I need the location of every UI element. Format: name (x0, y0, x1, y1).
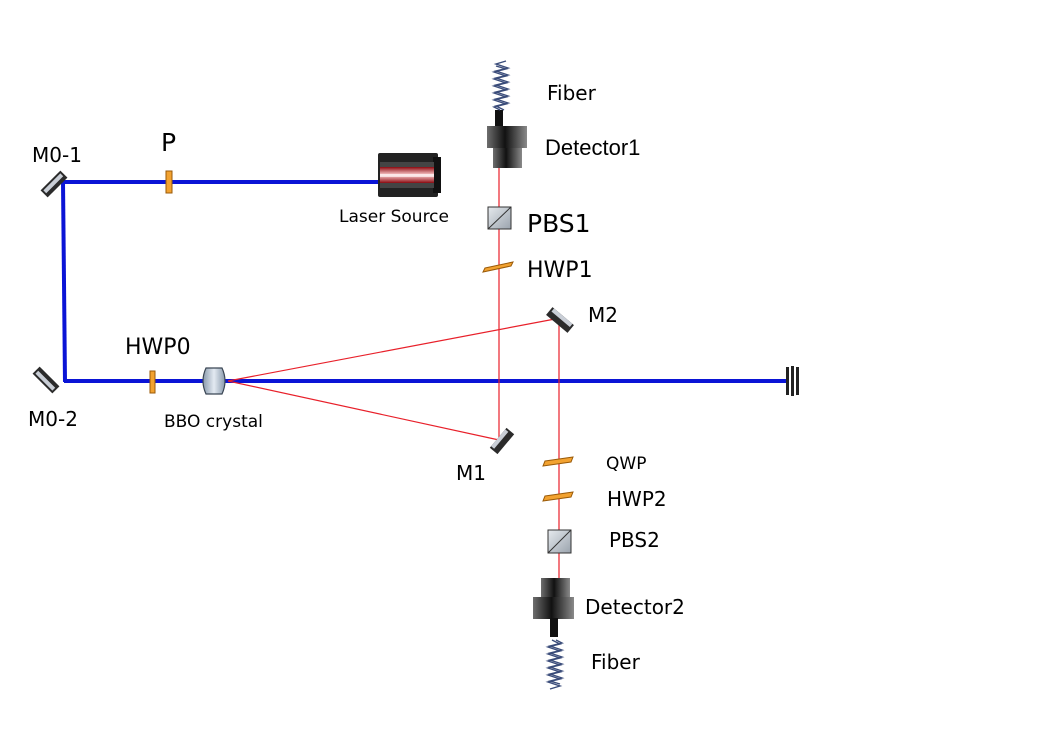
label-pbs1: PBS1 (527, 209, 591, 238)
label-laser-source: Laser Source (339, 207, 449, 227)
beam-dump (786, 366, 799, 396)
label-hwp0: HWP0 (125, 335, 191, 360)
label-m2: M2 (588, 303, 618, 327)
quarter-wave-plate-qwp (542, 456, 574, 467)
polarizing-beam-splitter-pbs2 (547, 529, 572, 554)
label-m1: M1 (456, 461, 486, 485)
label-bbo-crystal: BBO crystal (164, 412, 263, 432)
photon-bbo-to-m2 (227, 318, 556, 382)
half-wave-plate-hwp1 (482, 261, 514, 273)
mirror-m2 (546, 307, 574, 333)
mirror-m0-1 (40, 170, 68, 198)
photon-bbo-to-m1 (227, 380, 500, 441)
label-detector2: Detector2 (585, 595, 685, 619)
polarizer-p (165, 170, 173, 194)
label-m0-2: M0-2 (28, 407, 78, 431)
bbo-crystal (202, 367, 226, 395)
fiber-bottom (545, 639, 565, 690)
photon-paths (227, 166, 560, 582)
label-fiber-top: Fiber (547, 81, 597, 105)
label-detector1: Detector1 (545, 135, 640, 160)
polarizing-beam-splitter-pbs1 (487, 206, 512, 230)
pump-beam (61, 180, 786, 383)
label-p: P (161, 128, 176, 157)
label-m0-1: M0-1 (32, 143, 82, 167)
pump-beam-m0-1-to-m0-2 (61, 181, 67, 383)
detector1 (487, 110, 527, 168)
half-wave-plate-hwp0 (149, 370, 156, 394)
half-wave-plate-hwp2 (542, 491, 574, 502)
label-hwp1: HWP1 (527, 258, 593, 283)
label-qwp: QWP (606, 454, 646, 474)
mirror-m1 (489, 427, 515, 455)
label-hwp2: HWP2 (607, 487, 667, 511)
mirror-m0-2 (32, 366, 60, 394)
fiber-top (491, 60, 511, 111)
label-fiber-bottom: Fiber (591, 650, 641, 674)
laser-source (378, 153, 441, 197)
label-pbs2: PBS2 (609, 528, 660, 552)
detector2 (533, 578, 574, 637)
